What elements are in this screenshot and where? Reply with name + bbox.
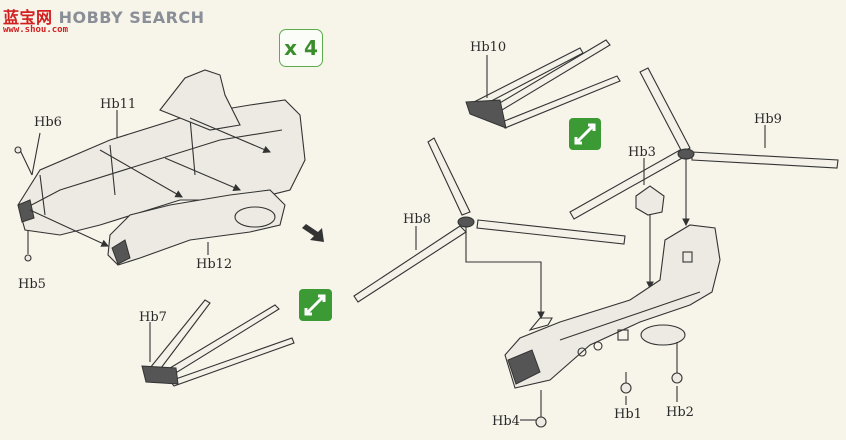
rotor-blades-hb7	[141, 299, 295, 387]
label-hb7: Hb7	[139, 310, 167, 325]
label-hb5: Hb5	[18, 277, 46, 292]
multiplier-badge: x 4	[279, 29, 323, 67]
rear-rotor-hb9	[569, 67, 839, 227]
label-hb11: Hb11	[100, 97, 136, 112]
label-hb3: Hb3	[628, 145, 656, 160]
arrow-right-down-icon	[302, 224, 324, 242]
label-hb4: Hb4	[492, 414, 520, 429]
front-rotor-hb8	[353, 137, 626, 320]
watermark-url: www.shou.com	[3, 25, 69, 35]
label-hb1: Hb1	[614, 407, 642, 422]
assembled-helicopter	[504, 224, 721, 428]
watermark-logo: 蓝宝网	[3, 8, 53, 27]
label-hb8: Hb8	[403, 212, 431, 227]
fuselage-halves	[14, 69, 306, 266]
label-hb12: Hb12	[196, 257, 232, 272]
rotor-blades-hb10	[465, 39, 621, 129]
label-hb6: Hb6	[34, 115, 62, 130]
hub-hb3	[635, 158, 665, 290]
label-hb9: Hb9	[754, 112, 782, 127]
watermark-brand-text: HOBBY SEARCH	[58, 8, 205, 27]
label-hb10: Hb10	[470, 40, 506, 55]
assemble-icon	[299, 289, 332, 321]
label-hb2: Hb2	[666, 405, 694, 420]
assemble-icon	[569, 118, 601, 150]
watermark-brand: 蓝宝网 HOBBY SEARCH	[3, 4, 205, 28]
